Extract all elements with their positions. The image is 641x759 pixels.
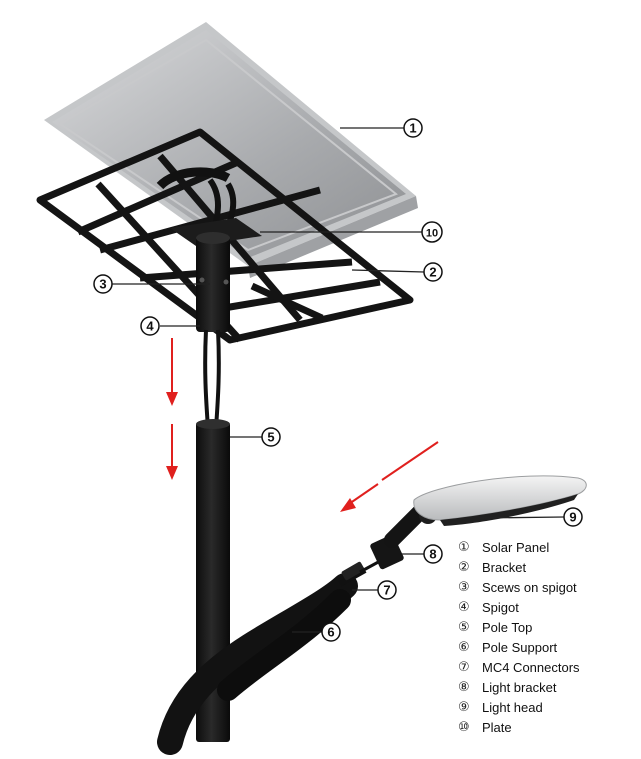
callout-4: 4 [140,316,160,336]
callout-6: 6 [321,622,341,642]
legend-mark: ⑦ [458,660,470,675]
assembly-arrows [166,338,439,512]
pole-cables [203,329,221,429]
legend-mark: ② [458,560,470,575]
legend-item-pole-support: ⑥ Pole Support [458,638,580,658]
legend-item-spigot: ④ Spigot [458,598,580,618]
mounting-plate [170,218,262,246]
legend-mark: ⑥ [458,640,470,655]
legend-mark: ④ [458,600,470,615]
legend-mark: ⑧ [458,680,470,695]
legend-item-pole-top: ⑤ Pole Top [458,618,580,638]
mc4-connectors [338,558,383,587]
legend-text: Solar Panel [482,540,550,555]
svg-text:5: 5 [267,430,274,445]
legend-mark: ① [458,540,470,555]
svg-text:7: 7 [383,583,390,598]
svg-text:6: 6 [327,625,334,640]
legend-text: Spigot [482,600,519,615]
callout-5: 5 [261,427,281,447]
legend-mark: ⑨ [458,700,470,715]
light-head [413,475,587,526]
spigot [196,232,230,332]
legend-item-solar-panel: ① Solar Panel [458,538,580,558]
svg-text:2: 2 [429,265,436,280]
svg-text:3: 3 [99,277,106,292]
legend-item-screws-on-spigot: ③ Scews on spigot [458,578,580,598]
svg-text:1: 1 [409,121,416,136]
callout-8: 8 [423,544,443,564]
callout-10: 10 [421,221,443,243]
legend-text: Bracket [482,560,527,575]
legend-text: Pole Top [482,620,533,635]
svg-text:4: 4 [146,319,154,334]
pole-support [157,573,358,755]
legend-text: Light head [482,700,543,715]
legend-text: Plate [482,720,512,735]
legend-mark: ⑩ [458,720,470,735]
parts-legend: ① Solar Panel ② Bracket ③ Scews on spigo… [458,538,580,738]
legend-mark: ⑤ [458,620,470,635]
legend-text: Scews on spigot [482,580,577,595]
legend-item-plate: ⑩ Plate [458,718,580,738]
legend-item-light-bracket: ⑧ Light bracket [458,678,580,698]
callout-3: 3 [93,274,113,294]
svg-text:8: 8 [429,547,436,562]
callout-1: 1 [403,118,423,138]
legend-text: Light bracket [482,680,557,695]
svg-text:10: 10 [426,228,438,240]
svg-text:9: 9 [569,510,576,525]
legend-item-mc4-connectors: ⑦ MC4 Connectors [458,658,580,678]
legend-text: MC4 Connectors [482,660,580,675]
legend-mark: ③ [458,580,470,595]
legend-item-light-head: ⑨ Light head [458,698,580,718]
callout-2: 2 [423,262,443,282]
callout-7: 7 [377,580,397,600]
leader-lines [112,127,565,633]
callout-9: 9 [563,507,583,527]
legend-text: Pole Support [482,640,558,655]
legend-item-bracket: ② Bracket [458,558,580,578]
